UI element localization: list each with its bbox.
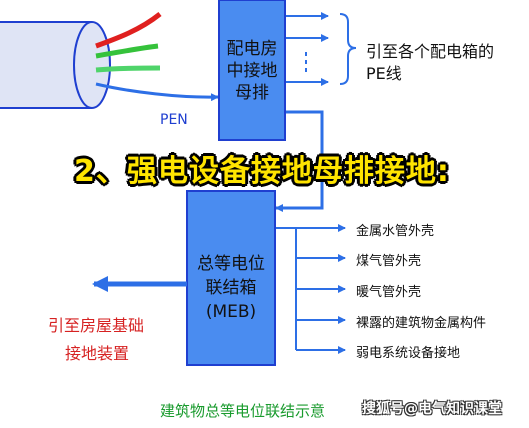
cable-pipe [0, 22, 92, 108]
connection-label-2: 煤气管外壳 [356, 254, 422, 269]
meb-box [186, 190, 276, 366]
wire-lightgreen [95, 65, 161, 73]
distribution-ground-bus-label: 配电房 中接地 母排 [219, 38, 285, 104]
connection-label-4: 裸露的建筑物金属构件 [356, 316, 487, 331]
brace-label-line2: PE线 [366, 64, 402, 83]
distribution-ground-bus-box [218, 0, 286, 141]
connection-label-3: 暖气管外壳 [356, 285, 422, 300]
pe-brace [339, 13, 357, 85]
brace-label-line1: 引至各个配电箱的 [366, 42, 495, 61]
bus-to-meb-line [275, 110, 324, 212]
wire-green [95, 43, 159, 59]
meb-line2: 联结箱 [205, 278, 257, 298]
left-label-line2: 接地装置 [65, 344, 130, 363]
top-box-line1: 配电房 [226, 39, 278, 59]
diagram-caption: 建筑物总等电位联结示意 [160, 402, 326, 420]
watermark: 搜狐号@电气知识课堂 [362, 401, 502, 417]
connection-label-1: 金属水管外壳 [356, 224, 435, 239]
top-box-line3: 母排 [235, 83, 269, 103]
pen-label: PEN [160, 112, 188, 128]
meb-line3: (MEB) [205, 302, 257, 322]
connection-label-5: 弱电系统设备接地 [356, 346, 461, 361]
meb-line1: 总等电位 [197, 254, 265, 274]
cable-pipe-end [73, 21, 111, 109]
wire-pen [95, 82, 219, 102]
meb-box-label: 总等电位 联结箱 (MEB) [187, 252, 275, 324]
headline: 2、强电设备接地母排接地: [74, 154, 450, 189]
top-box-line2: 中接地 [226, 61, 278, 81]
wire-red [95, 12, 162, 49]
left-label-line1: 引至房屋基础 [48, 316, 145, 335]
